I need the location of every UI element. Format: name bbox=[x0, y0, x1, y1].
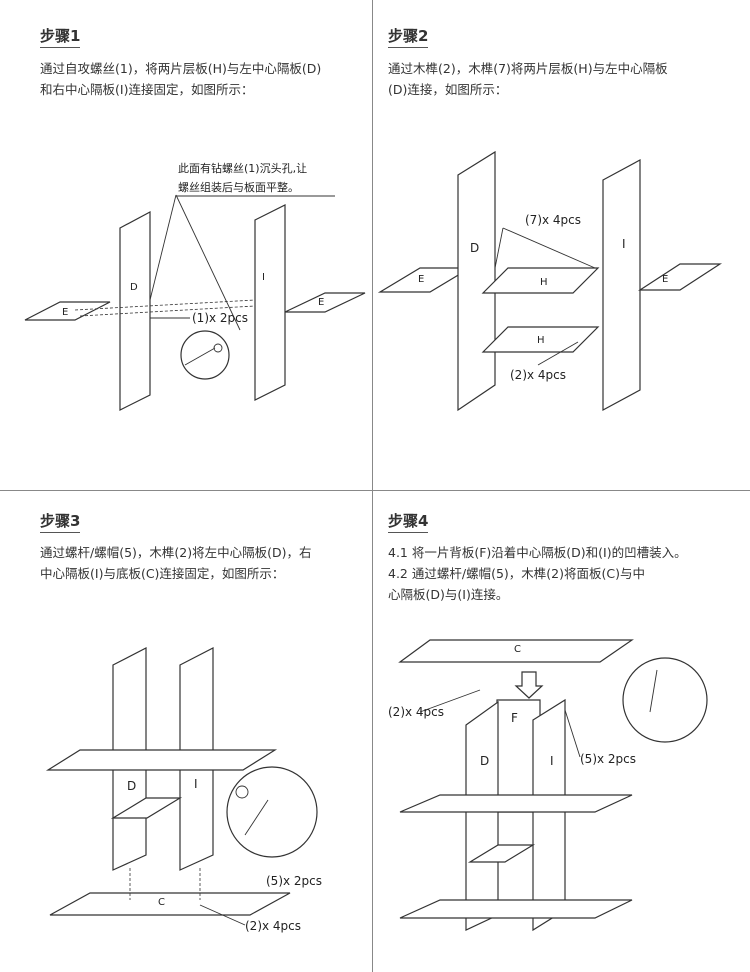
label-i: I bbox=[622, 237, 626, 251]
horizontal-divider bbox=[0, 490, 750, 491]
step1-diagram: D I E E (1)x 2pcs 此面有钻螺丝(1)沉头孔,让 螺丝组装后与板… bbox=[24, 161, 366, 411]
shelf-inner bbox=[467, 844, 536, 863]
label-d: D bbox=[130, 282, 138, 293]
panel-i bbox=[532, 698, 566, 932]
label-e-right: E bbox=[318, 297, 324, 308]
shelf-middle bbox=[399, 794, 633, 813]
step4-description: 4.1 将一片背板(F)沿着中心隔板(D)和(I)的凹槽装入。 4.2 通过螺杆… bbox=[388, 542, 687, 605]
shelf-e-right bbox=[637, 263, 723, 291]
shelf-e-left bbox=[377, 267, 473, 293]
board-c-top bbox=[398, 639, 634, 663]
shelf-top bbox=[45, 749, 278, 771]
qty-top: (7)x 4pcs bbox=[525, 213, 581, 227]
shelf-h-bottom bbox=[481, 326, 600, 353]
step1-line: 和右中心隔板(I)连接固定，如图所示： bbox=[40, 82, 254, 97]
label-e-left: E bbox=[418, 274, 424, 285]
down-arrow-icon bbox=[514, 671, 544, 699]
step2-description: 通过木榫(2)，木榫(7)将两片层板(H)与左中心隔板 (D)连接，如图所示： bbox=[388, 58, 668, 100]
panel-i bbox=[602, 158, 641, 412]
panel-d bbox=[457, 150, 496, 412]
label-c: C bbox=[158, 897, 165, 908]
step1-title: 步骤1 bbox=[40, 25, 81, 48]
screw-detail-circle bbox=[180, 330, 230, 380]
panel-d bbox=[465, 700, 499, 931]
vertical-divider bbox=[372, 0, 373, 972]
step4-title: 步骤4 bbox=[388, 510, 429, 533]
panel-d bbox=[119, 211, 151, 411]
qty-bottom: (2)x 4pcs bbox=[510, 368, 566, 382]
label-e-left: E bbox=[62, 307, 68, 318]
label-h-bottom: H bbox=[537, 335, 545, 346]
step3-line: 中心隔板(I)与底板(C)连接固定，如图所示： bbox=[40, 566, 285, 581]
qty-dowel: (2)x 4pcs bbox=[245, 919, 301, 933]
step3-diagram: D I C (5)x 2pcs (2)x 4pcs bbox=[45, 647, 322, 933]
label-i: I bbox=[550, 754, 554, 768]
label-d: D bbox=[480, 754, 489, 768]
step2-line: 通过木榫(2)，木榫(7)将两片层板(H)与左中心隔板 bbox=[388, 61, 668, 76]
label-d: D bbox=[127, 779, 136, 793]
step4-line: 心隔板(D)与(I)连接。 bbox=[388, 587, 509, 602]
label-d: D bbox=[470, 241, 479, 255]
callout-line: 此面有钻螺丝(1)沉头孔,让 bbox=[178, 161, 307, 175]
step4-line: 4.1 将一片背板(F)沿着中心隔板(D)和(I)的凹槽装入。 bbox=[388, 545, 687, 560]
bolt-detail-circle bbox=[622, 657, 708, 743]
step2-diagram: D I E E H H (7)x 4pcs (2)x 4pcs bbox=[377, 150, 723, 412]
label-h-top: H bbox=[540, 277, 548, 288]
shelf-e-right bbox=[284, 292, 366, 313]
label-e-right: E bbox=[662, 274, 668, 285]
step1-description: 通过自攻螺丝(1)，将两片层板(H)与左中心隔板(D) 和右中心隔板(I)连接固… bbox=[40, 58, 321, 100]
label-f: F bbox=[511, 711, 518, 725]
step2-line: (D)连接，如图所示： bbox=[388, 82, 508, 97]
panel-i bbox=[254, 204, 286, 401]
qty-dowel: (2)x 4pcs bbox=[388, 705, 444, 719]
shelf-h-top bbox=[481, 267, 600, 294]
shelf-middle bbox=[110, 797, 183, 819]
qty-screw: (5)x 2pcs bbox=[580, 752, 636, 766]
step4-line: 4.2 通过螺杆/螺帽(5)，木榫(2)将面板(C)与中 bbox=[388, 566, 645, 581]
bolt-detail-circle bbox=[226, 766, 318, 858]
board-c bbox=[49, 892, 291, 916]
label-i: I bbox=[262, 272, 265, 283]
qty-screw: (5)x 2pcs bbox=[266, 874, 322, 888]
step2-title: 步骤2 bbox=[388, 25, 429, 48]
step3-title: 步骤3 bbox=[40, 510, 81, 533]
qty-label: (1)x 2pcs bbox=[192, 311, 248, 325]
label-i: I bbox=[194, 777, 198, 791]
callout-line: 螺丝组装后与板面平整。 bbox=[178, 180, 299, 194]
label-c: C bbox=[514, 644, 521, 655]
step3-line: 通过螺杆/螺帽(5)，木榫(2)将左中心隔板(D)，右 bbox=[40, 545, 312, 560]
step3-description: 通过螺杆/螺帽(5)，木榫(2)将左中心隔板(D)，右 中心隔板(I)与底板(C… bbox=[40, 542, 312, 584]
shelf-e-left bbox=[24, 301, 111, 321]
shelf-bottom bbox=[399, 899, 633, 919]
step4-diagram: C F D I (2)x 4pcs (5)x 2pcs bbox=[388, 639, 708, 932]
step1-line: 通过自攻螺丝(1)，将两片层板(H)与左中心隔板(D) bbox=[40, 61, 322, 76]
